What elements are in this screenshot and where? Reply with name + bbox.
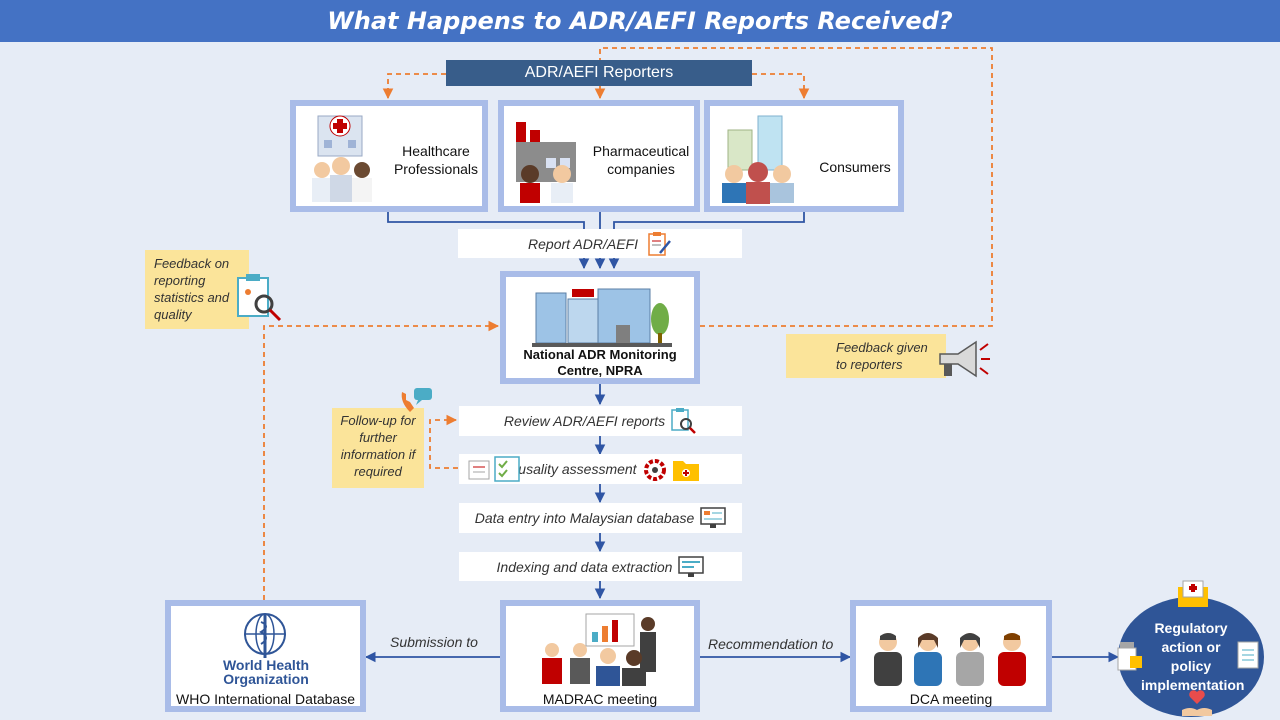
step-indexing-label: Indexing and data extraction [496,558,673,575]
building-icon [532,288,672,347]
computer-monitor-icon [700,507,726,528]
gear-folder-icon [643,459,699,481]
committee-people-icon [874,633,1026,686]
medicine-bottle-icon [1117,642,1142,671]
clipboard-magnifier-icon [237,274,282,322]
report-form-icon [648,231,671,256]
step-review-label: Review ADR/AEFI reports [503,413,666,429]
data-screen-icon [678,555,705,577]
madrac-card: MADRAC meeting [500,600,700,712]
note-follow-up-text: Follow-up for further information if req… [340,413,416,479]
megaphone-icon [939,340,990,378]
step-data-entry: Data entry into Malaysian database [459,503,742,533]
reporters-header: ADR/AEFI Reporters [446,60,752,86]
phone-chat-icon [401,388,432,412]
who-logo-line2: Organization [223,671,309,687]
note-feedback-reporters-text: Feedback given to reporters [836,340,928,372]
note-feedback-statistics-text: Feedback on reporting statistics and qua… [154,256,230,322]
diagram-title: What Happens to ADR/AEFI Reports Receive… [0,0,1280,42]
step-causality-label: Causality assessment [500,461,637,477]
who-emblem-icon [244,613,286,658]
edge-label-submission: Submission to [390,634,478,650]
step-causality: Causality assessment [459,454,742,484]
healthcare-professionals-icon [312,115,372,202]
pharmaceutical-factory-icon [516,122,576,203]
envelope-icon [1178,580,1208,607]
consumers-label: Consumers [819,159,891,175]
note-feedback-reporters: Feedback given to reporters [786,334,946,378]
note-feedback-statistics: Feedback on reporting statistics and qua… [145,250,249,329]
healthcare-card: Healthcare Professionals [290,100,488,212]
heart-hand-icon [1182,690,1212,716]
review-magnifier-icon [671,408,697,434]
who-logo-line1: World Health [222,657,310,673]
step-review: Review ADR/AEFI reports [459,406,742,436]
meeting-presentation-icon [542,613,656,686]
outcome-label: Regulatory action or policy implementati… [1141,620,1245,693]
dca-label: DCA meeting [909,691,993,707]
checklist-icon [468,456,520,482]
healthcare-label: Healthcare Professionals [393,143,479,177]
step-indexing: Indexing and data extraction [459,552,742,581]
document-icon [1237,641,1259,669]
consumers-card: Consumers [704,100,904,212]
note-follow-up: Follow-up for further information if req… [332,408,424,488]
national-centre-card: National ADR Monitoring Centre, NPRA [500,271,700,384]
step-report-label: Report ADR/AEFI [528,235,638,252]
step-report: Report ADR/AEFI [458,229,742,258]
pharma-label: Pharmaceutical companies [592,143,690,177]
who-card: World Health Organization WHO Internatio… [165,600,366,712]
who-database-label: WHO International Database [176,691,355,707]
madrac-label: MADRAC meeting [542,691,658,707]
step-data-entry-label: Data entry into Malaysian database [474,510,695,526]
consumers-icon [722,115,794,204]
pharma-card: Pharmaceutical companies [498,100,700,212]
dca-card: DCA meeting [850,600,1052,712]
national-centre-label: National ADR Monitoring Centre, NPRA [523,347,677,378]
edge-label-recommendation: Recommendation to [708,636,834,652]
